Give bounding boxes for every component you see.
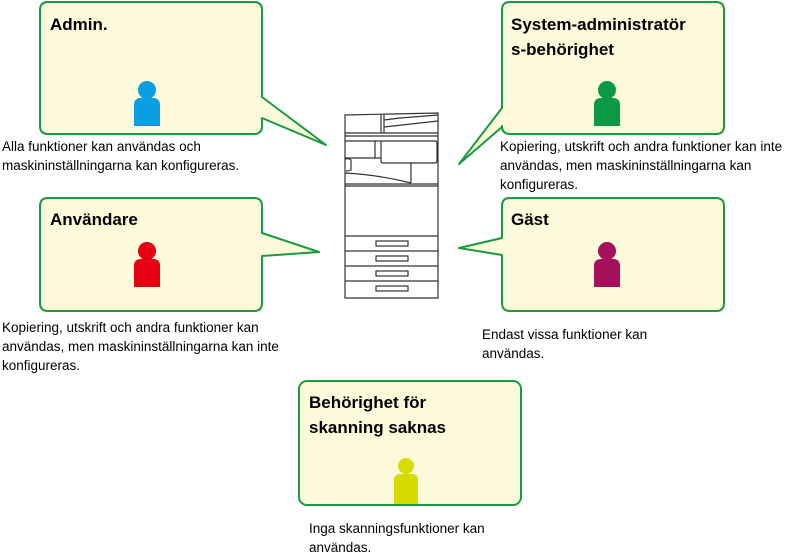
- no-scan-title-line1: Behörighet för: [309, 393, 427, 412]
- no-scan-person-icon: [394, 458, 418, 504]
- guest-speech-bubble: [458, 197, 725, 312]
- guest-description: Endast vissa funktioner kan användas.: [482, 327, 648, 361]
- guest-person-icon: [594, 242, 620, 287]
- no-scan-description: Inga skanningsfunktioner kan användas.: [309, 521, 485, 555]
- no-scan-title: Behörighet för skanning saknas: [309, 390, 446, 440]
- user-description: Kopiering, utskrift och andra funktioner…: [2, 320, 279, 373]
- system-admin-person-icon: [594, 81, 620, 126]
- system-admin-title-line2: s-behörighet: [511, 40, 614, 59]
- user-title: Användare: [50, 210, 138, 229]
- admin-description: Alla funktioner kan användas och maskini…: [2, 139, 240, 173]
- admin-title: Admin.: [50, 15, 108, 34]
- admin-speech-bubble: [39, 1, 327, 146]
- admin-person-icon: [134, 81, 160, 126]
- user-speech-bubble: [39, 197, 320, 312]
- system-admin-description: Kopiering, utskrift och andra funktioner…: [500, 139, 783, 192]
- no-scan-speech-bubble: [298, 380, 522, 506]
- system-admin-title-line1: System-administratör: [511, 15, 686, 34]
- system-admin-speech-bubble: [458, 1, 725, 165]
- no-scan-title-line2: skanning saknas: [309, 418, 447, 437]
- system-admin-title: System-administratör s-behörighet: [511, 12, 686, 62]
- multifunction-printer-icon: [344, 112, 439, 299]
- guest-title: Gäst: [511, 210, 549, 229]
- user-person-icon: [134, 242, 160, 287]
